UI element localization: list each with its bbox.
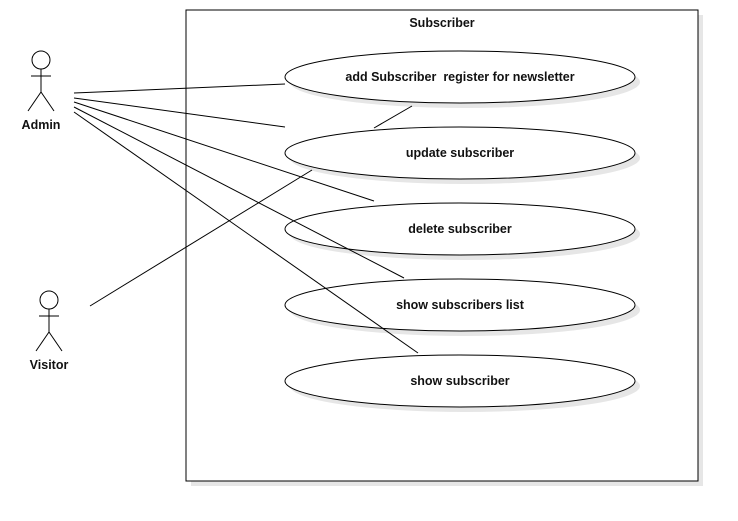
use-case-show-subscribers-list[interactable]: show subscribers list — [284, 278, 640, 336]
association-line-admin-update[interactable] — [73, 97, 286, 128]
use-case-label: delete subscriber — [408, 222, 512, 236]
use-case-ellipse — [284, 202, 636, 256]
association-line-admin-show[interactable] — [73, 111, 419, 354]
use-case-label: add Subscriber register for newsletter — [345, 70, 574, 84]
actor-leg-right — [40, 91, 55, 112]
associations — [73, 83, 419, 354]
use-case-label: show subscribers list — [396, 298, 525, 312]
system-title: Subscriber — [409, 16, 474, 30]
use-case-ellipse — [284, 50, 636, 104]
association-line-admin-add[interactable] — [73, 83, 286, 94]
use-case-ellipse — [284, 354, 636, 408]
actor-visitor-label: Visitor — [30, 358, 69, 372]
association-line-visitor-add-upper[interactable] — [373, 105, 413, 129]
actor-leg-left — [27, 91, 42, 112]
actor-visitor[interactable] — [35, 290, 63, 352]
use-case-label: show subscriber — [410, 374, 509, 388]
use-case-ellipse — [284, 278, 636, 332]
association-line-admin-delete[interactable] — [73, 101, 375, 202]
use-case-add-subscriber[interactable]: add Subscriber register for newsletter — [284, 50, 640, 108]
actor-admin[interactable] — [27, 50, 55, 112]
use-case-update-subscriber[interactable]: update subscriber — [284, 126, 640, 184]
use-case-show-subscriber[interactable]: show subscriber — [284, 354, 640, 412]
association-line-visitor-add[interactable] — [89, 169, 313, 307]
actor-leg-right — [48, 331, 63, 352]
actor-head — [31, 50, 51, 70]
use-case-delete-subscriber[interactable]: delete subscriber — [284, 202, 640, 260]
actor-admin-label: Admin — [22, 118, 61, 132]
association-line-admin-list[interactable] — [73, 106, 405, 279]
actor-leg-left — [35, 331, 50, 352]
actor-head — [39, 290, 59, 310]
use-case-ellipse — [284, 126, 636, 180]
use-case-label: update subscriber — [406, 146, 514, 160]
